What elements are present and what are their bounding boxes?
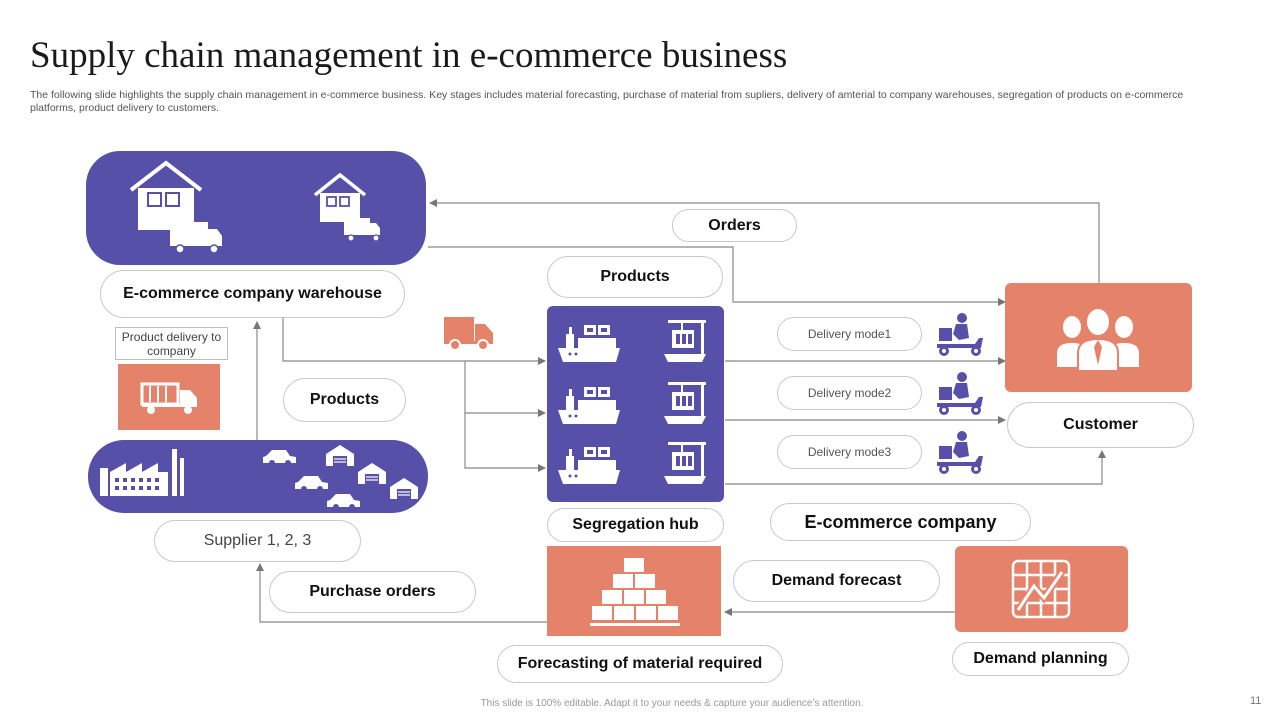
arrow-hub-branch-2 xyxy=(464,361,546,417)
forecasting-label: Forecasting of material required xyxy=(497,645,783,683)
arrow-delivery-mode3 xyxy=(725,450,1106,485)
products-label-left: Products xyxy=(283,378,406,422)
warehouse-truck-icon xyxy=(313,172,380,242)
arrow-warehouse-to-customer xyxy=(428,246,1006,306)
warehouse-label: E-commerce company warehouse xyxy=(100,270,405,318)
warehouse-icon xyxy=(129,160,222,254)
purchase-orders-label: Purchase orders xyxy=(269,571,476,613)
customers-group-icon xyxy=(1057,307,1139,372)
footer-note: This slide is 100% editable. Adapt it to… xyxy=(480,698,864,709)
page-title: Supply chain management in e-commerce bu… xyxy=(30,35,788,76)
delivery-mode3-label: Delivery mode3 xyxy=(777,435,922,469)
scooter-rider-icon-3 xyxy=(937,431,983,474)
segregation-hub-panel xyxy=(547,306,724,502)
hub-ships-cranes-icon xyxy=(557,320,707,485)
arrow-warehouse-to-hub xyxy=(282,318,546,365)
orange-truck-icon xyxy=(444,317,493,351)
demand-planning-label: Demand planning xyxy=(952,642,1129,676)
suppliers-network-icon xyxy=(263,445,418,510)
truck-icon xyxy=(140,382,197,414)
ecommerce-company-label: E-commerce company xyxy=(770,503,1031,541)
demand-forecast-label: Demand forecast xyxy=(733,560,940,602)
page-subtitle: The following slide highlights the suppl… xyxy=(30,89,1184,114)
arrow-hub-branch-3 xyxy=(464,413,546,472)
factory-icon xyxy=(100,449,184,496)
scooter-rider-icon-1 xyxy=(937,313,983,356)
page-number: 11 xyxy=(1250,695,1262,707)
products-label-top: Products xyxy=(547,256,723,298)
orders-label: Orders xyxy=(672,209,797,242)
delivery-mode1-label: Delivery mode1 xyxy=(777,317,922,351)
delivery-truck-panel xyxy=(118,364,220,430)
arrow-forecasting-to-supplier xyxy=(256,563,547,623)
scooter-rider-icon-2 xyxy=(937,372,983,415)
arrow-customer-to-warehouse xyxy=(429,199,1100,283)
product-delivery-label: Product delivery to company xyxy=(115,327,228,360)
customer-panel xyxy=(1005,283,1192,392)
supplier-label: Supplier 1, 2, 3 xyxy=(154,520,361,562)
chart-grid-icon xyxy=(1011,559,1071,619)
boxes-pyramid-icon xyxy=(590,558,680,626)
delivery-mode2-label: Delivery mode2 xyxy=(777,376,922,410)
segregation-hub-label: Segregation hub xyxy=(547,508,724,542)
customer-label: Customer xyxy=(1007,402,1194,448)
